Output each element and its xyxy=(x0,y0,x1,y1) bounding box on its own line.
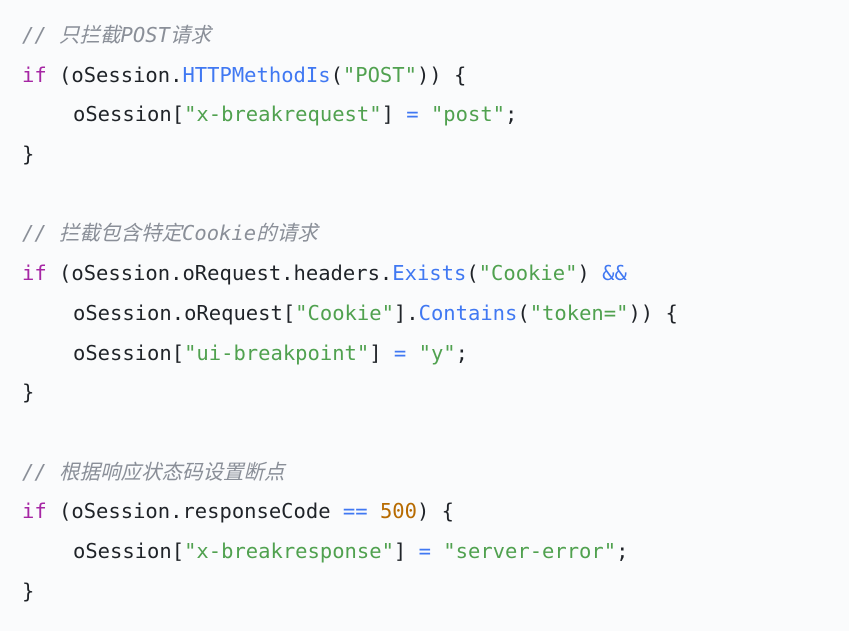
code-token: = xyxy=(418,538,431,563)
code-token: "x-breakrequest" xyxy=(184,102,382,127)
code-token: "POST" xyxy=(342,62,417,87)
code-token: (oSession. xyxy=(46,62,183,87)
code-token: (oSession.responseCode xyxy=(46,499,343,524)
code-token: if xyxy=(22,261,47,286)
code-token: )) { xyxy=(628,300,678,325)
code-token: && xyxy=(602,261,627,286)
code-token: ; xyxy=(455,340,468,365)
code-line: } xyxy=(22,572,849,612)
code-line xyxy=(22,175,849,215)
code-token: oSession.oRequest[ xyxy=(73,300,296,325)
code-token: = xyxy=(406,102,419,127)
code-comment: // 根据响应状态码设置断点 xyxy=(22,459,285,484)
code-line: // 根据响应状态码设置断点 xyxy=(22,453,849,493)
code-token: ] xyxy=(393,538,419,563)
code-token: ) { xyxy=(416,499,454,524)
code-line: // 只拦截POST请求 xyxy=(22,16,849,56)
code-token: } xyxy=(22,578,35,603)
code-line: } xyxy=(22,373,849,413)
code-token: "server-error" xyxy=(443,538,617,563)
code-token: oSession[ xyxy=(73,340,185,365)
code-line: oSession["x-breakresponse"] = "server-er… xyxy=(22,532,849,572)
code-line: oSession.oRequest["Cookie"].Contains("to… xyxy=(22,294,849,334)
code-token: "ui-breakpoint" xyxy=(184,340,370,365)
code-comment: // 拦截包含特定Cookie的请求 xyxy=(22,221,318,246)
code-token: Contains xyxy=(418,300,518,325)
code-token: ( xyxy=(466,261,479,286)
code-token: "Cookie" xyxy=(478,261,578,286)
code-token: ] xyxy=(369,340,394,365)
code-line: if (oSession.HTTPMethodIs("POST")) { xyxy=(22,56,849,96)
code-line: } xyxy=(22,135,849,175)
code-token: ; xyxy=(505,102,518,127)
code-line xyxy=(22,413,849,453)
code-line: if (oSession.oRequest.headers.Exists("Co… xyxy=(22,254,849,294)
code-token: )) { xyxy=(416,62,467,87)
code-token xyxy=(419,102,431,126)
code-token: ]. xyxy=(393,300,419,325)
code-line: if (oSession.responseCode == 500) { xyxy=(22,492,849,532)
code-token: Exists xyxy=(392,261,467,286)
code-token: if xyxy=(22,62,47,87)
code-token: (oSession.oRequest.headers. xyxy=(46,261,393,286)
code-token: ( xyxy=(330,62,343,87)
code-token: ) xyxy=(577,261,603,286)
code-token: ] xyxy=(381,102,407,127)
code-token xyxy=(431,539,443,563)
code-token: == xyxy=(342,499,368,524)
code-line: // 拦截包含特定Cookie的请求 xyxy=(22,214,849,254)
code-token: = xyxy=(393,340,407,365)
code-token: ; xyxy=(616,538,629,563)
code-token xyxy=(368,499,380,523)
code-token: "post" xyxy=(430,102,506,127)
code-token: "y" xyxy=(418,340,456,365)
code-token: HTTPMethodIs xyxy=(182,62,331,87)
code-token: } xyxy=(22,142,35,167)
code-token: if xyxy=(22,499,47,524)
code-line: oSession["ui-breakpoint"] = "y"; xyxy=(22,334,849,374)
code-token: oSession[ xyxy=(73,538,185,563)
code-token: "token=" xyxy=(529,300,629,325)
code-token: } xyxy=(22,380,35,405)
code-token: oSession[ xyxy=(73,102,185,127)
code-comment: // 只拦截POST请求 xyxy=(22,23,211,47)
code-token: ( xyxy=(517,300,530,325)
code-token: 500 xyxy=(379,499,417,524)
code-token: "Cookie" xyxy=(295,300,394,325)
code-line: oSession["x-breakrequest"] = "post"; xyxy=(22,95,849,135)
code-token xyxy=(406,341,418,365)
code-token: "x-breakresponse" xyxy=(184,538,394,563)
